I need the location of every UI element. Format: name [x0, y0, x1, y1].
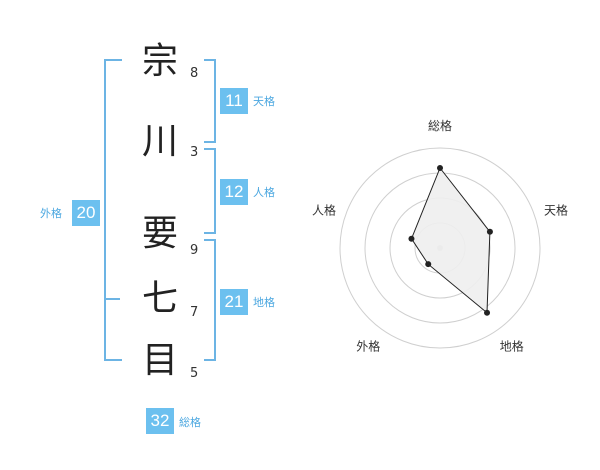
- radar-point-1: [437, 165, 443, 171]
- gaikaku-bracket-tick: [104, 298, 120, 300]
- gaikaku-bracket: [104, 59, 122, 361]
- tenkaku-bracket: [204, 59, 216, 143]
- chikaku-badge: 21: [220, 289, 248, 315]
- stroke-count-5: 5: [190, 366, 199, 381]
- stroke-count-3: 9: [190, 243, 199, 258]
- jinkaku-label: 人格: [253, 186, 275, 199]
- radar-area: [410, 167, 491, 314]
- radar-point-4: [425, 261, 432, 268]
- radar-ring: [339, 147, 541, 349]
- stroke-count-4: 7: [190, 305, 199, 320]
- tenkaku-label: 天格: [253, 95, 275, 108]
- name-char-5: 目: [141, 340, 178, 381]
- radar-axis-label-soukaku: 総格: [428, 118, 452, 133]
- name-char-1: 宗: [141, 41, 178, 82]
- radar-points: [408, 165, 493, 316]
- radar-point-3: [484, 309, 491, 316]
- radar-point-5: [408, 235, 415, 242]
- stroke-count-1: 8: [190, 66, 199, 81]
- radar-axis-label-chikaku: 地格: [500, 339, 524, 354]
- radar-axis-label-gaikaku: 外格: [356, 339, 380, 354]
- chikaku-label: 地格: [253, 296, 275, 309]
- stroke-count-2: 3: [190, 145, 199, 160]
- name-char-3: 要: [141, 213, 178, 254]
- radar-axis-label-jinkaku: 人格: [312, 202, 336, 217]
- soukaku-badge: 32: [146, 408, 174, 434]
- radar-point-2: [486, 228, 493, 235]
- jinkaku-badge: 12: [220, 179, 248, 205]
- name-char-2: 川: [141, 121, 178, 162]
- chikaku-bracket: [204, 239, 216, 361]
- jinkaku-bracket: [204, 148, 216, 234]
- gaikaku-badge: 20: [72, 200, 100, 226]
- name-char-4: 七: [141, 278, 178, 319]
- soukaku-label: 総格: [179, 416, 201, 429]
- gaikaku-label: 外格: [40, 207, 62, 220]
- tenkaku-badge: 11: [220, 88, 248, 114]
- radar-axis-label-tenkaku: 天格: [544, 202, 568, 217]
